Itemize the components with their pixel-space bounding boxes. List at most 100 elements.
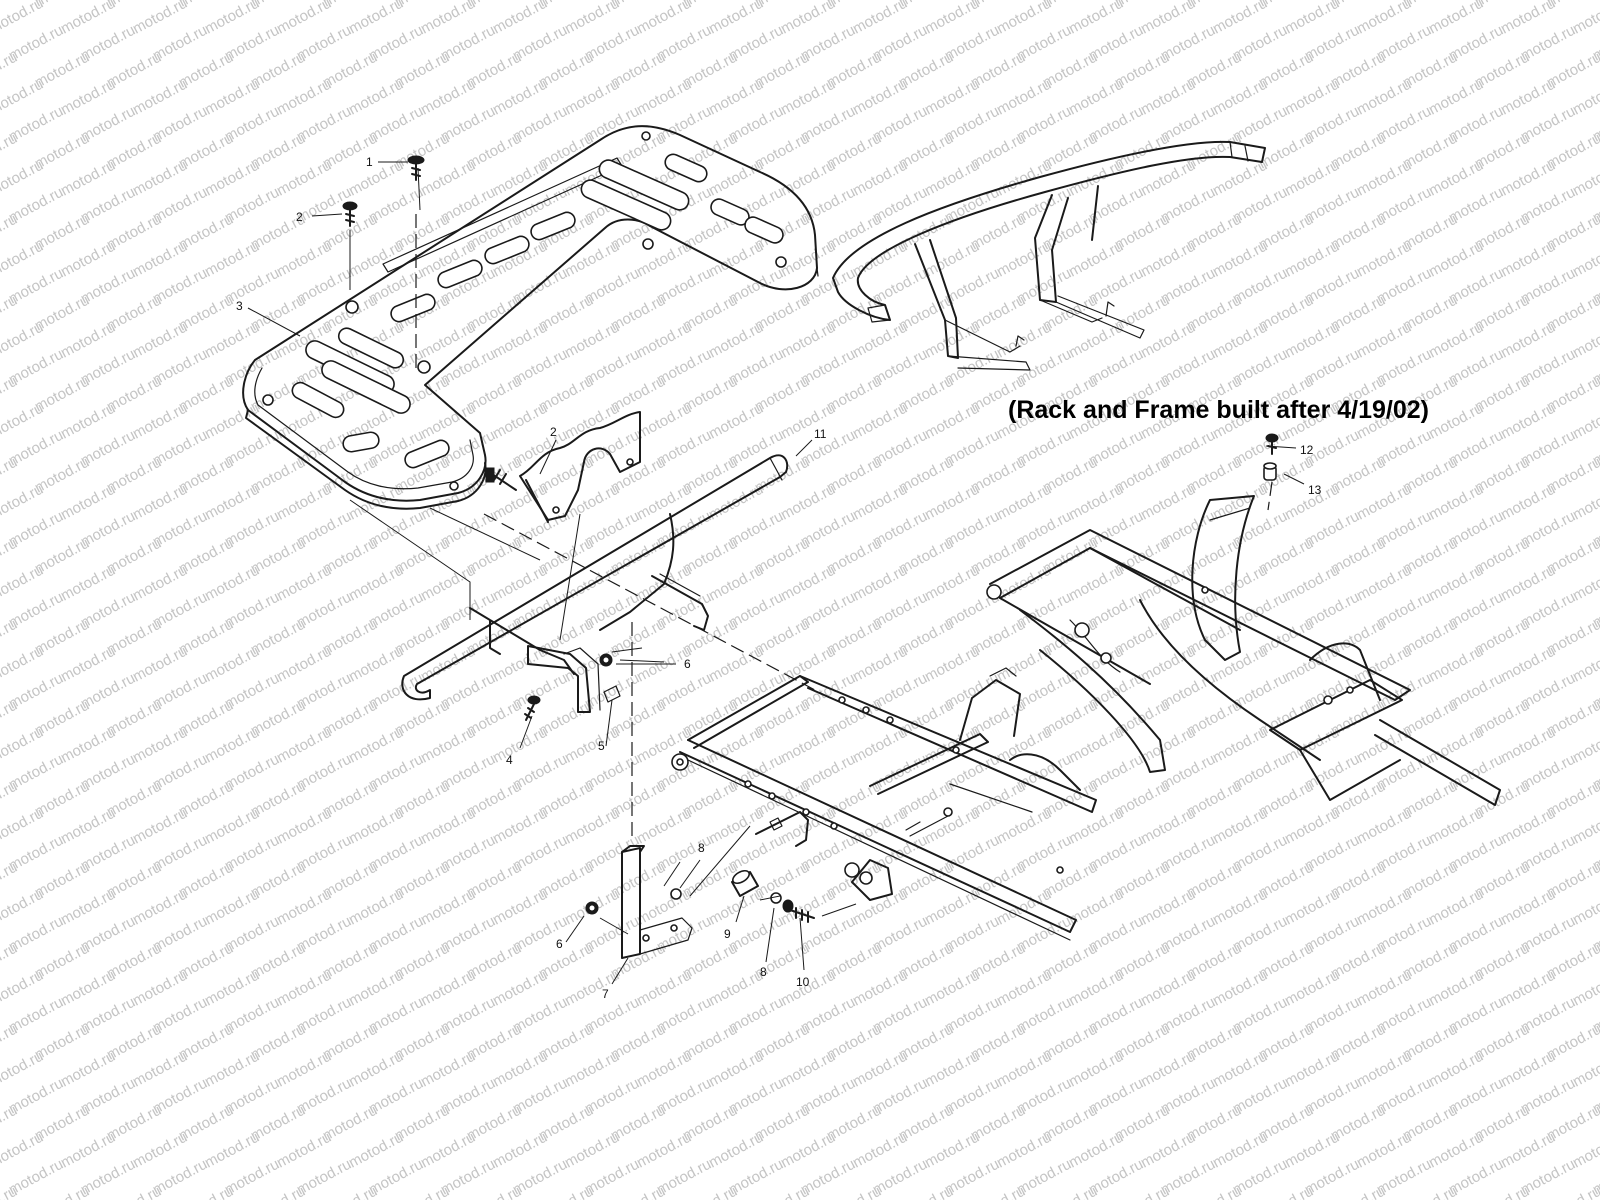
callout-leaders <box>247 161 1305 985</box>
watermark-text: motod.ru <box>1498 724 1558 767</box>
watermark-text: motod.ru <box>634 886 694 929</box>
callout-2-top: 2 <box>296 210 303 224</box>
watermark-text: motod.ru <box>1138 1129 1198 1172</box>
watermark-text: motod.ru <box>130 400 190 443</box>
bolt-part-10 <box>782 899 815 923</box>
watermark-text: motod.ru <box>490 967 550 1010</box>
watermark-text: motod.ru <box>634 967 694 1010</box>
watermark-text: motod.ru <box>922 157 982 200</box>
watermark-text: motod.ru <box>58 562 118 605</box>
watermark-text: motod.ru <box>248 1183 308 1200</box>
watermark-text: motod.ru <box>346 724 406 767</box>
watermark-text: motod.ru <box>418 1048 478 1091</box>
watermark-text: motod.ru <box>994 1048 1054 1091</box>
watermark-text: motod.ru <box>706 1048 766 1091</box>
watermark-text: motod.ru <box>464 1183 524 1200</box>
watermark-text: motod.ru <box>994 481 1054 524</box>
watermark-text: motod.ru <box>1498 319 1558 362</box>
watermark-text: motod.ru <box>706 319 766 362</box>
watermark-text: motod.ru <box>1210 157 1270 200</box>
watermark-text: motod.ru <box>58 886 118 929</box>
rack-frame-post-2002 <box>832 140 1266 371</box>
watermark-text: motod.ru <box>1426 1048 1486 1091</box>
watermark-text: motod.ru <box>1256 1183 1316 1200</box>
callout-10: 10 <box>796 975 810 989</box>
watermark-text: motod.ru <box>778 724 838 767</box>
callout-6-upper: 6 <box>684 657 691 671</box>
watermark-text: motod.ru <box>418 967 478 1010</box>
watermark-text: motod.ru <box>994 643 1054 686</box>
watermark-text: motod.ru <box>850 1129 910 1172</box>
watermark-text: motod.ru <box>778 1129 838 1172</box>
watermark-text: motod.ru <box>1210 1129 1270 1172</box>
watermark-text: motod.ru <box>562 76 622 119</box>
watermark-text: motod.ru <box>1138 319 1198 362</box>
watermark-text: motod.ru <box>202 724 262 767</box>
watermark-text: motod.ru <box>346 967 406 1010</box>
watermark-text: motod.ru <box>562 400 622 443</box>
watermark-text: motod.ru <box>994 805 1054 848</box>
bushing-part-9 <box>731 869 759 897</box>
watermark-text: motod.ru <box>994 1129 1054 1172</box>
watermark-text: motod.ru <box>1138 481 1198 524</box>
watermark-text: motod.ru <box>706 562 766 605</box>
watermark-text: motod.ru <box>1354 238 1414 281</box>
watermark-text: motod.ru <box>1210 967 1270 1010</box>
watermark-text: motod.ru <box>202 805 262 848</box>
watermark-text: motod.ru <box>706 400 766 443</box>
watermark-text: motod.ru <box>1282 76 1342 119</box>
assembly-lines <box>349 167 1273 935</box>
callout-3: 3 <box>236 299 243 313</box>
watermark-text: motod.ru <box>274 805 334 848</box>
watermark-text: motod.ru <box>274 643 334 686</box>
watermark-text: motod.ru <box>1354 481 1414 524</box>
watermark-text: motod.ru <box>1354 724 1414 767</box>
watermark-text: motod.ru <box>1426 157 1486 200</box>
watermark-text: motod.ru <box>706 157 766 200</box>
watermark-text: motod.ru <box>202 967 262 1010</box>
watermark-text: motod.ru <box>1282 1048 1342 1091</box>
callout-8-upper: 8 <box>698 841 705 855</box>
watermark-text: motod.ru <box>562 1048 622 1091</box>
watermark-text: motod.ru <box>58 724 118 767</box>
watermark-text: motod.ru <box>706 805 766 848</box>
watermark-text: motod.ru <box>1210 1048 1270 1091</box>
watermark-text: motod.ru <box>1426 643 1486 686</box>
spacer-part-13 <box>1263 462 1277 481</box>
watermark-text: motod.ru <box>752 1183 812 1200</box>
watermark-text: motod.ru <box>274 967 334 1010</box>
watermark-text: motod.ru <box>922 886 982 929</box>
watermark-text: motod.ru <box>1282 967 1342 1010</box>
watermark-text: motod.ru <box>850 157 910 200</box>
watermark-text: motod.ru <box>634 400 694 443</box>
watermark-text: motod.ru <box>1544 1183 1600 1200</box>
callout-2-mid: 2 <box>550 425 557 439</box>
watermark-text: motod.ru <box>1354 643 1414 686</box>
watermark-text: motod.ru <box>1354 157 1414 200</box>
watermark-text: motod.ru <box>104 1183 164 1200</box>
watermark-text: motod.ru <box>1498 562 1558 605</box>
washer-part-8-upper <box>670 888 682 900</box>
watermark-text: motod.ru <box>634 481 694 524</box>
watermark-text: motod.ru <box>130 1048 190 1091</box>
watermark-text: motod.ru <box>130 481 190 524</box>
watermark-text: motod.ru <box>130 238 190 281</box>
watermark-text: motod.ru <box>706 724 766 767</box>
watermark-text: motod.ru <box>1354 562 1414 605</box>
watermark-text: motod.ru <box>202 1129 262 1172</box>
watermark-text: motod.ru <box>1498 886 1558 929</box>
fasteners <box>342 155 1279 923</box>
watermark-text: motod.ru <box>490 319 550 362</box>
watermark-text: motod.ru <box>1282 805 1342 848</box>
watermark-text: motod.ru <box>346 805 406 848</box>
watermark-text: motod.ru <box>274 886 334 929</box>
watermark-text: motod.ru <box>1498 238 1558 281</box>
watermark-text: motod.ru <box>32 1183 92 1200</box>
watermark-text: motod.ru <box>1328 1183 1388 1200</box>
watermark-text: motod.ru <box>536 1183 596 1200</box>
watermark-text: motod.ru <box>320 1183 380 1200</box>
watermark-text: motod.ru <box>1498 1129 1558 1172</box>
watermark-text: motod.ru <box>202 157 262 200</box>
watermark-text: motod.ru <box>1282 157 1342 200</box>
